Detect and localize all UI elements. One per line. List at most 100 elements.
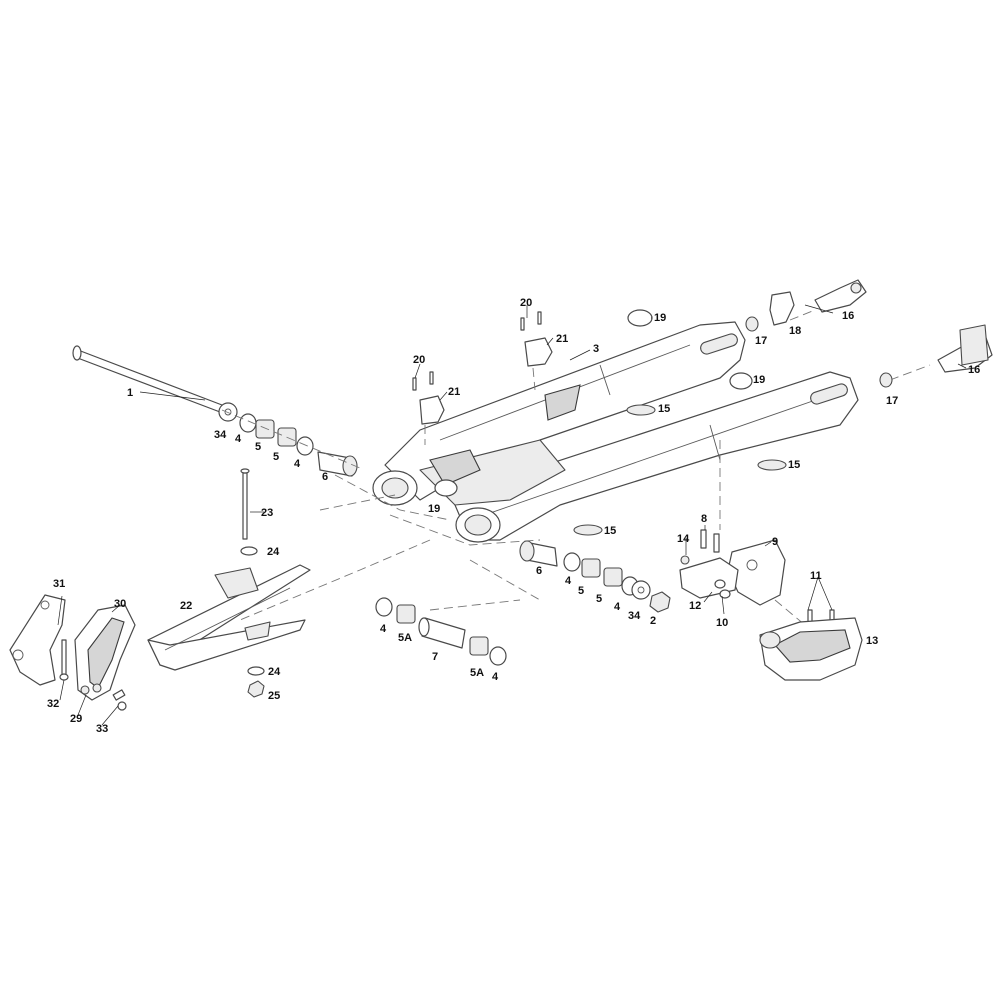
washer-34-right <box>631 580 651 600</box>
pivot-axle <box>72 345 223 413</box>
callout-4-d: 4 <box>614 601 621 613</box>
callout-5A-a: 5A <box>398 632 412 644</box>
leader-lines <box>57 304 967 726</box>
adjuster-16-top <box>814 279 867 313</box>
callout-2: 2 <box>650 615 656 627</box>
nut-29-a <box>80 685 90 695</box>
callout-16-a: 16 <box>842 310 854 322</box>
seal-4-link-b <box>489 646 507 666</box>
chain-guide-30 <box>74 604 136 701</box>
callout-29: 29 <box>70 713 82 725</box>
plug-19-top <box>627 309 653 327</box>
adjuster-16-right <box>937 324 993 373</box>
callout-6-a: 6 <box>322 471 328 483</box>
callout-7: 7 <box>432 651 438 663</box>
callout-5A-b: 5A <box>470 667 484 679</box>
callout-3: 3 <box>593 343 599 355</box>
bearing-5-left-a <box>255 419 275 439</box>
callout-21-b: 21 <box>556 333 568 345</box>
bolt-33 <box>112 689 127 711</box>
callout-30: 30 <box>114 598 126 610</box>
washer-10 <box>714 579 731 599</box>
nut-2 <box>649 591 671 613</box>
callout-15-b: 15 <box>788 459 800 471</box>
bolt-32 <box>59 639 69 681</box>
bolt-23 <box>240 468 250 540</box>
callout-11: 11 <box>810 570 822 582</box>
guide-bracket-31 <box>9 594 66 686</box>
callout-15-a: 15 <box>658 403 670 415</box>
callout-5-d: 5 <box>596 593 602 605</box>
bearing-5A-a <box>396 604 416 624</box>
callout-5-a: 5 <box>255 441 261 453</box>
bearing-17-top <box>745 316 759 332</box>
callout-4-b: 4 <box>294 458 301 470</box>
washer-24-bottom <box>247 666 265 676</box>
plug-19-right <box>729 372 753 390</box>
sleeve-7 <box>418 617 466 649</box>
nut-29-b <box>92 683 102 693</box>
bearing-5A-b <box>469 636 489 656</box>
pin-8-a <box>700 529 707 549</box>
callout-24-a: 24 <box>267 546 280 558</box>
spacer-6-right <box>519 540 558 567</box>
pad-15-c <box>573 524 603 536</box>
callout-23: 23 <box>261 507 273 519</box>
callout-4-e: 4 <box>380 623 387 635</box>
callout-1: 1 <box>127 387 133 399</box>
callout-32: 32 <box>47 698 59 710</box>
brake-caliper-13 <box>759 617 863 681</box>
callout-16-b: 16 <box>968 364 980 376</box>
callout-34-a: 34 <box>214 429 227 441</box>
seal-4-right-a <box>563 552 581 572</box>
callout-4-a: 4 <box>235 433 242 445</box>
callout-19-a: 19 <box>654 312 666 324</box>
seal-4-left-b <box>296 436 314 456</box>
screw-20-left-b <box>429 371 434 385</box>
callout-20-b: 20 <box>520 297 532 309</box>
callout-20-a: 20 <box>413 354 425 366</box>
callout-18: 18 <box>789 325 801 337</box>
nut-25 <box>247 680 265 698</box>
clamp-21-right <box>524 337 553 367</box>
callout-9: 9 <box>772 536 778 548</box>
callout-15-c: 15 <box>604 525 616 537</box>
pad-15-b <box>757 459 787 471</box>
callout-5-b: 5 <box>273 451 279 463</box>
callout-6-b: 6 <box>536 565 542 577</box>
callout-5-c: 5 <box>578 585 584 597</box>
callout-24-b: 24 <box>268 666 281 678</box>
screw-20-right-a <box>520 317 525 331</box>
callout-13: 13 <box>866 635 878 647</box>
washer-24-top <box>240 546 258 556</box>
callout-10: 10 <box>716 617 728 629</box>
callout-34-b: 34 <box>628 610 641 622</box>
callout-33: 33 <box>96 723 108 735</box>
callout-labels: 1 2 3 4 4 4 4 4 4 5 5 5 5 5A 5A 6 6 7 8 … <box>47 297 980 735</box>
callout-31: 31 <box>53 578 65 590</box>
callout-19-b: 19 <box>753 374 765 386</box>
pin-8-b <box>713 533 720 553</box>
bearing-17-right <box>879 372 893 388</box>
washer-34-left <box>218 402 238 422</box>
bearing-5-right-a <box>581 558 601 578</box>
clamp-21-left <box>419 395 445 425</box>
callout-25: 25 <box>268 690 280 702</box>
spacer-6-left <box>317 451 358 477</box>
plug-19-pivot <box>434 479 458 497</box>
swingarm-body <box>372 321 859 543</box>
callout-19-c: 19 <box>428 503 440 515</box>
pad-15-a <box>626 404 656 416</box>
callout-12: 12 <box>689 600 701 612</box>
chain-slider-22 <box>147 564 311 671</box>
seal-4-link-a <box>375 597 393 617</box>
callout-4-c: 4 <box>565 575 572 587</box>
callout-8: 8 <box>701 513 707 525</box>
bracket-12 <box>679 557 739 599</box>
callout-17-b: 17 <box>886 395 898 407</box>
clip-18 <box>769 291 795 326</box>
screw-20-left-a <box>412 377 417 391</box>
callout-21-a: 21 <box>448 386 460 398</box>
